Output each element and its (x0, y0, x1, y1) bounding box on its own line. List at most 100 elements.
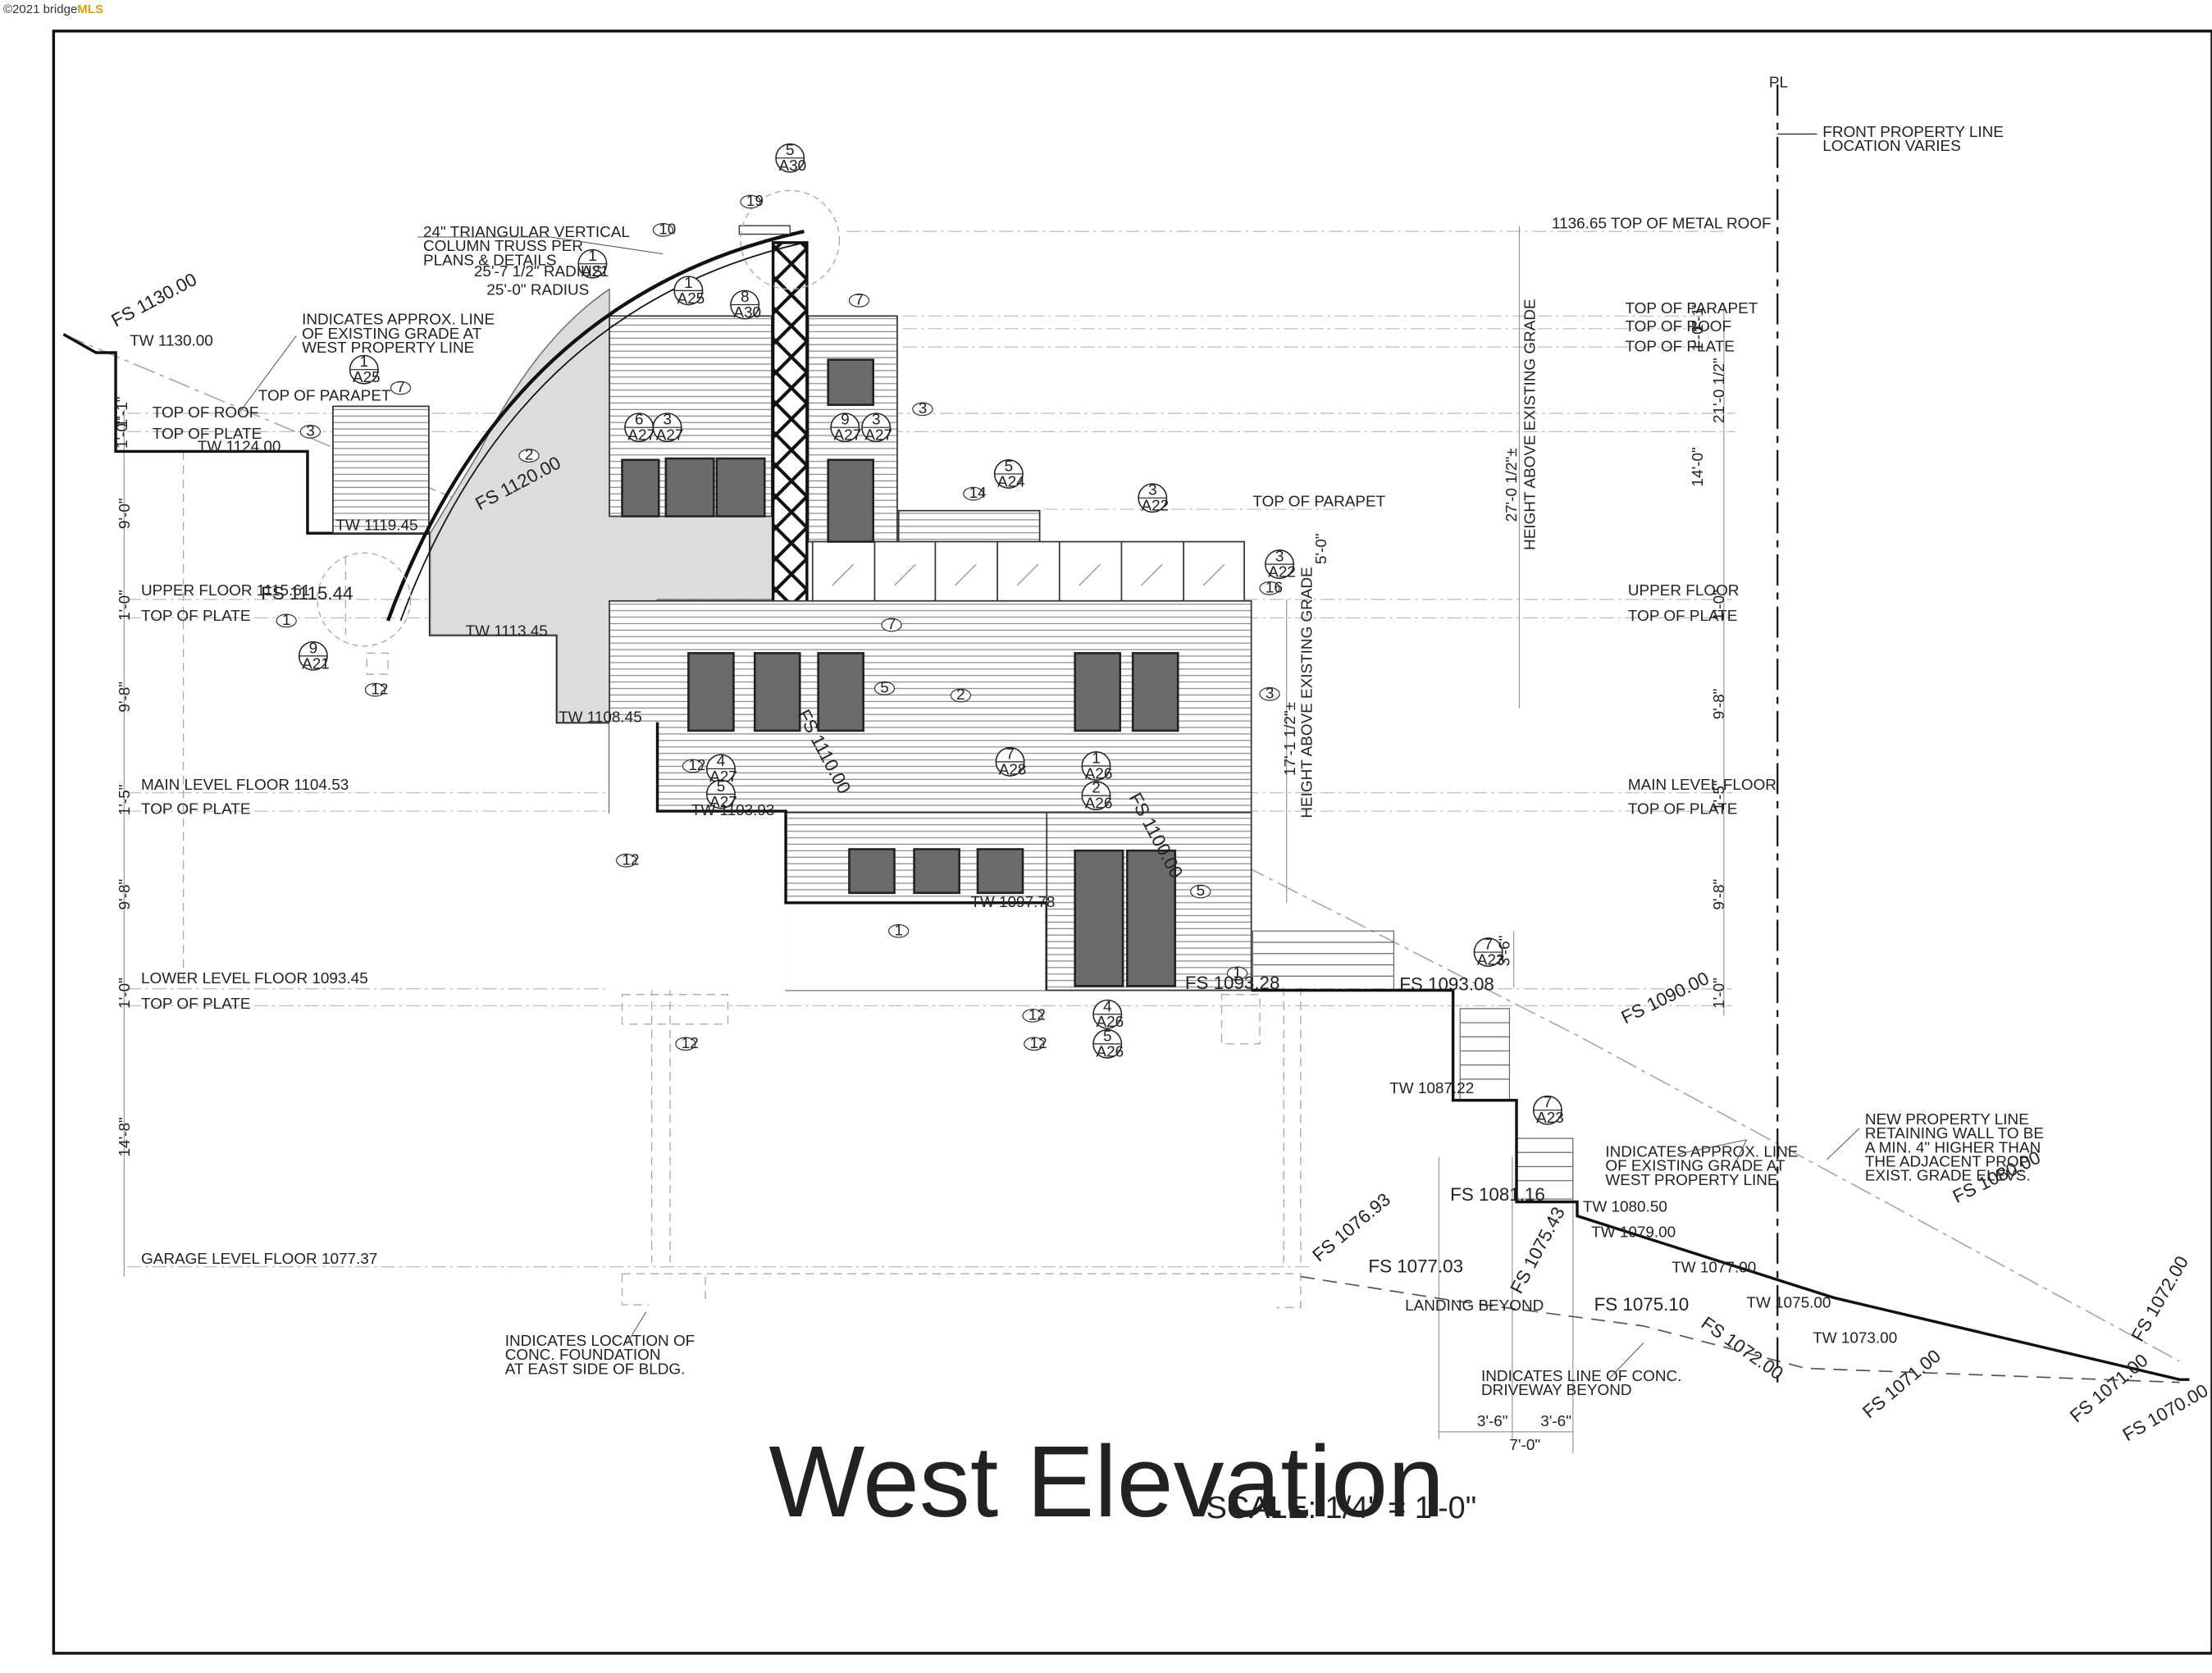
detail-tag-number: 7 (1484, 937, 1493, 954)
keynote-number: 3 (1266, 685, 1275, 702)
dimension-label: 14'-0" (1690, 447, 1707, 486)
detail-tag-sheet: A25 (677, 290, 705, 308)
low-parapet (897, 509, 1041, 543)
note-line: EXIST. GRADE ELEVS. (1865, 1168, 2031, 1185)
keynote-number: 1 (1233, 964, 1242, 982)
tw-label: TW 1077.00 (1672, 1259, 1756, 1276)
dimension-label: 14'-8" (116, 1117, 134, 1156)
tw-label: TW 1080.50 (1583, 1199, 1667, 1216)
dimension-label: 9'-8" (116, 682, 134, 713)
level-label: TOP OF PARAPET (258, 388, 391, 405)
keynote: 1 (888, 922, 910, 939)
fs-label: FS 1115.44 (261, 583, 353, 604)
detail-tag-number: 5 (786, 142, 795, 159)
note-line: OF EXISTING GRADE AT (302, 326, 482, 343)
detail-tag-sheet: A24 (997, 473, 1025, 490)
windows (621, 358, 1179, 987)
detail-tag-sheet: A25 (353, 369, 381, 386)
keynote-number: 12 (371, 681, 388, 698)
keynote-number: 14 (969, 485, 987, 502)
keynote: 12 (682, 757, 705, 774)
note-driveway: INDICATES LINE OF CONC.DRIVEWAY BEYOND (1481, 1368, 1681, 1399)
property-line (1776, 84, 1817, 1390)
note-line: COLUMN TRUSS PER (423, 238, 583, 255)
truss-column (771, 241, 809, 604)
keynote-number: 12 (1028, 1007, 1046, 1024)
dimension-labels: 1'-1"1'-0"21'-0 1/2"14'-0"1'-0"9'-8"1'-5… (114, 302, 1728, 1454)
note-line: INDICATES APPROX. LINE (1605, 1143, 1798, 1160)
dimension-label: 1'-5" (1711, 780, 1728, 811)
detail-tag-sheet: A27 (656, 427, 684, 444)
fs-label: FS 1077.03 (1368, 1256, 1463, 1276)
fs-label: FS 1072.00 (1698, 1312, 1787, 1384)
dimension-label: 1'-5" (116, 785, 134, 816)
keynote-number: 7 (887, 616, 896, 633)
keynote: 12 (1022, 1007, 1046, 1024)
detail-tag-number: 5 (717, 778, 726, 795)
dimension-lines (123, 226, 1725, 1453)
level-label: TOP OF PLATE (1628, 608, 1737, 625)
detail-tag-number: 3 (663, 412, 672, 429)
sheet-border (52, 30, 2212, 1655)
note-line: PLANS & DETAILS (423, 252, 557, 269)
detail-tag-sheet: A21 (582, 263, 609, 280)
note-height-1: HEIGHT ABOVE EXISTING GRADE (1521, 299, 1539, 549)
note-height-2: HEIGHT ABOVE EXISTING GRADE (1299, 567, 1316, 818)
detail-tag-number: 1 (588, 248, 597, 265)
detail-tag-sheet: A27 (864, 427, 892, 444)
fs-label: FS 1072.00 (2128, 1252, 2192, 1345)
fs-label: FS 1130.00 (108, 269, 200, 331)
dimension-label: 21'-0 1/2" (1711, 358, 1728, 423)
dimension-label: 9'-8" (1711, 879, 1728, 910)
watermark-brand-mls: MLS (77, 2, 103, 16)
fs-label: FS 1093.28 (1185, 973, 1280, 993)
detail-tag-sheet: A23 (1477, 952, 1505, 969)
keynote: 12 (1024, 1035, 1047, 1052)
note-line: WEST PROPERTY LINE (302, 340, 474, 357)
keynote: 12 (675, 1035, 699, 1052)
keynote-number: 1 (282, 612, 291, 629)
level-label: TOP OF PLATE (1625, 338, 1734, 355)
level-label: TOP OF PARAPET (1252, 494, 1385, 511)
glass-railing (811, 540, 1245, 602)
keynote-number: 2 (956, 686, 965, 704)
keynote: 1 (1226, 964, 1248, 982)
detail-tag-number: 5 (1005, 458, 1014, 476)
detail-tag-sheet: A27 (627, 427, 655, 444)
dimension-label: 3'-6" (1477, 1413, 1508, 1430)
detail-tag-sheet: A27 (834, 427, 862, 444)
keynote-number: 5 (880, 680, 889, 697)
note-height-1-dim: 27'-0 1/2"± (1503, 448, 1521, 522)
left-parapet-box (332, 405, 430, 535)
note-line: NEW PROPERTY LINE (1865, 1111, 2029, 1128)
note-height-2-dim: 17'-1 1/2"± (1282, 702, 1299, 776)
level-label: TOP OF ROOF (153, 404, 259, 422)
dimension-label: 1'-0" (116, 590, 134, 621)
main-step-mask (609, 722, 787, 991)
keynote: 3 (912, 400, 933, 417)
keynote: 16 (1259, 579, 1283, 596)
level-label: 1136.65 TOP OF METAL ROOF (1552, 216, 1772, 233)
tw-label: TW 1119.45 (335, 517, 417, 535)
detail-tag-number: 1 (360, 353, 369, 371)
keynote: 7 (390, 379, 412, 396)
keynote: 1 (276, 612, 297, 629)
roof-cap (738, 225, 791, 235)
keynote-number: 7 (396, 379, 405, 396)
fs-label: FS 1076.93 (1308, 1189, 1394, 1265)
detail-tag-number: 7 (1544, 1094, 1553, 1111)
